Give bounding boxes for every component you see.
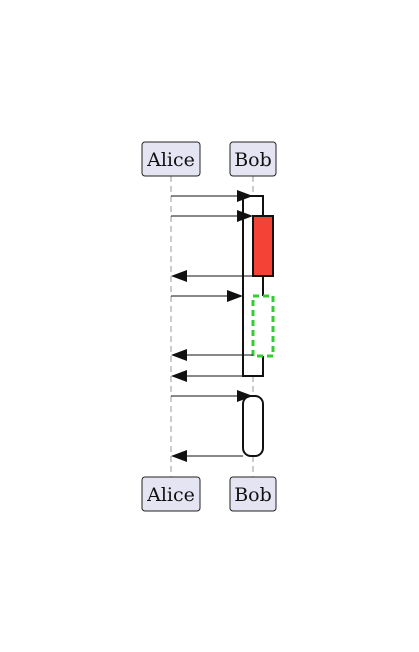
- message-4-arrowhead: [227, 290, 243, 302]
- message-6: [171, 370, 243, 382]
- message-8-arrowhead: [171, 450, 187, 462]
- message-2: [171, 210, 253, 222]
- participant-alice-bottom-label: Alice: [146, 484, 195, 506]
- message-7-arrowhead: [237, 390, 253, 402]
- participant-alice-bottom: Alice: [141, 476, 201, 512]
- message-5: [171, 349, 253, 361]
- message-1-arrowhead: [237, 190, 253, 202]
- participant-bob-top: Bob: [229, 141, 277, 177]
- participant-bob-top-label: Bob: [234, 149, 272, 171]
- bob-activation-red: [252, 215, 274, 277]
- message-6-arrowhead: [171, 370, 187, 382]
- message-7: [171, 390, 253, 402]
- message-3: [171, 270, 253, 282]
- bob-activation-green-dashed: [251, 294, 275, 358]
- message-2-arrowhead: [237, 210, 253, 222]
- message-1: [171, 190, 253, 202]
- bob-activation-rounded: [242, 395, 264, 457]
- message-8: [171, 450, 243, 462]
- message-5-arrowhead: [171, 349, 187, 361]
- message-3-arrowhead: [171, 270, 187, 282]
- message-4: [171, 290, 243, 302]
- participant-alice-top: Alice: [141, 141, 201, 177]
- participant-alice-top-label: Alice: [146, 149, 195, 171]
- participant-bob-bottom-label: Bob: [234, 484, 272, 506]
- participant-bob-bottom: Bob: [229, 476, 277, 512]
